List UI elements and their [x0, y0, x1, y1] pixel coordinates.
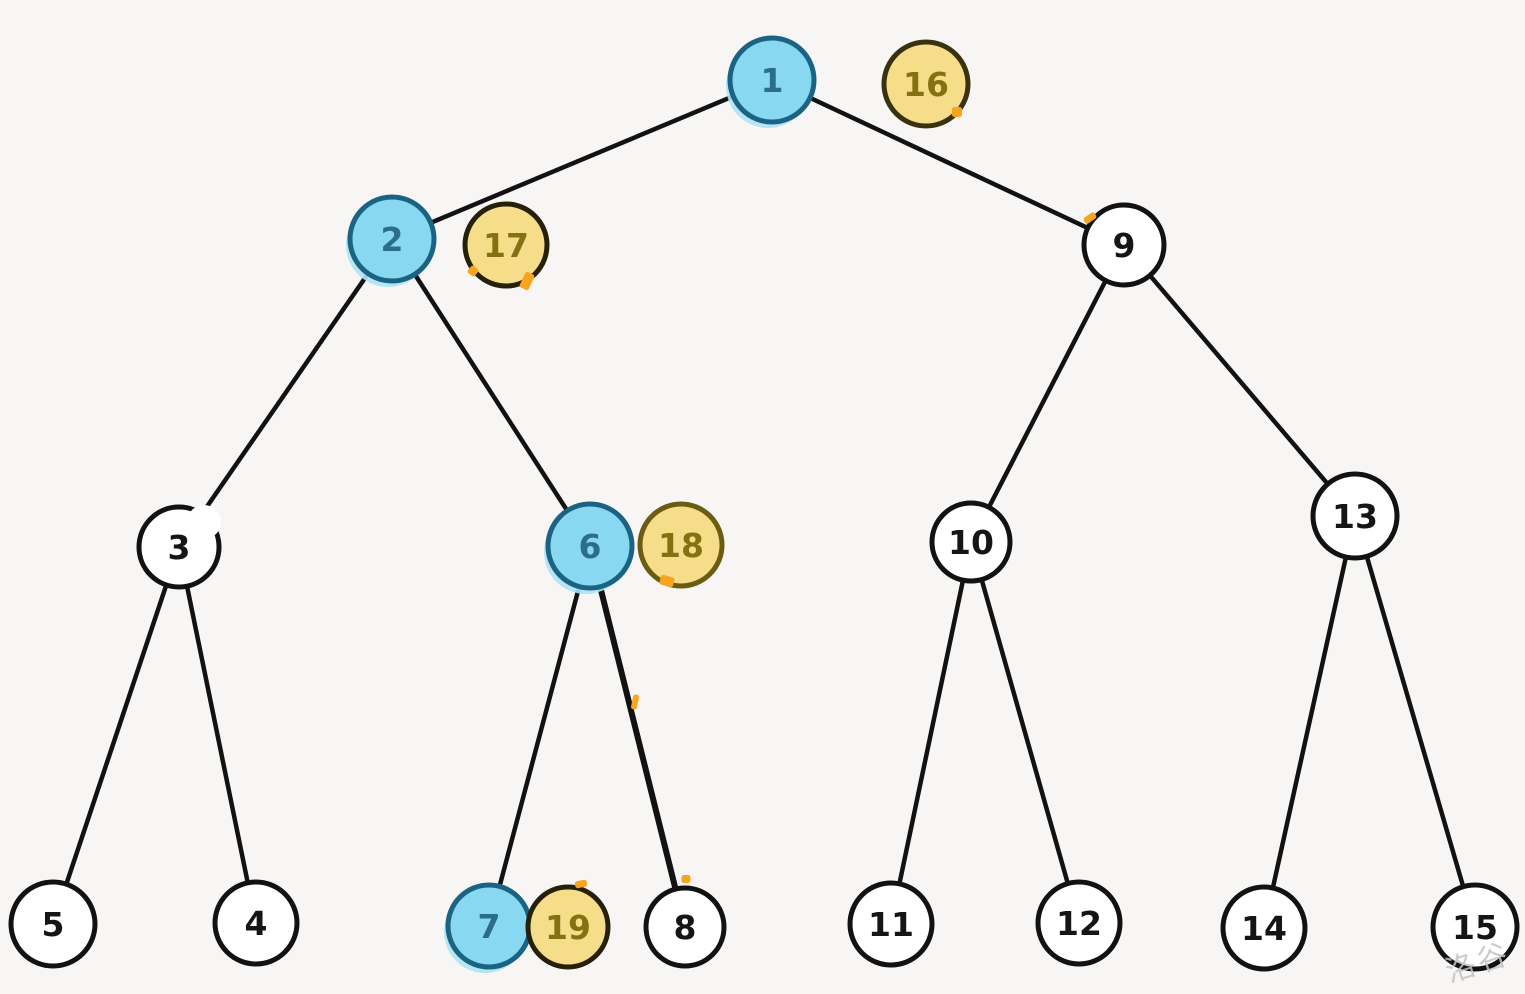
node-label-8: 8	[674, 908, 697, 947]
node-label-6: 6	[579, 527, 602, 566]
node-label-18: 18	[658, 526, 704, 565]
edge-10-11	[888, 539, 974, 927]
eraser-patch	[187, 505, 221, 539]
node-label-7: 7	[478, 907, 501, 946]
orange-mark	[630, 694, 640, 710]
tree-node-13: 13	[1310, 471, 1400, 561]
tree-node-1: 1	[726, 35, 817, 128]
node-circle	[727, 35, 817, 125]
tree-node-15: 15	[1430, 882, 1520, 972]
node-label-15: 15	[1452, 908, 1498, 947]
node-label-1: 1	[761, 61, 784, 100]
tree-node-17: 17	[462, 201, 550, 289]
edge-13-15	[1352, 513, 1478, 930]
node-label-11: 11	[868, 905, 914, 944]
edge-9-13	[1121, 242, 1358, 519]
orange-mark	[1083, 212, 1097, 224]
tree-node-7: 7	[444, 882, 533, 973]
node-label-12: 12	[1056, 904, 1102, 943]
tree-node-19: 19	[525, 884, 611, 970]
node-label-16: 16	[903, 65, 949, 104]
tree-node-5: 5	[8, 879, 98, 969]
node-circle	[1035, 879, 1123, 967]
edge-13-14	[1261, 513, 1358, 931]
node-circle	[881, 39, 971, 129]
tree-node-8: 8	[643, 885, 727, 969]
orange-mark	[519, 272, 535, 290]
node-circle	[462, 201, 550, 289]
tree-node-14: 14	[1220, 884, 1308, 972]
edge-9-10	[968, 242, 1127, 545]
tree-node-12: 12	[1035, 879, 1123, 967]
tree-node-4: 4	[212, 879, 300, 967]
node-label-19: 19	[545, 908, 591, 947]
node-circle	[545, 501, 635, 591]
node-circle	[1081, 202, 1167, 288]
tree-node-18: 18	[637, 501, 725, 589]
node-circle	[525, 884, 611, 970]
node-label-2: 2	[381, 220, 404, 259]
node-label-14: 14	[1241, 909, 1287, 948]
edge-10-12	[968, 539, 1082, 926]
tree-node-10: 10	[929, 500, 1013, 584]
node-circle	[212, 879, 300, 967]
orange-mark	[659, 574, 675, 588]
tree-node-16: 16	[881, 39, 971, 129]
edge-3-4	[176, 544, 259, 926]
edge-1-9	[769, 77, 1127, 248]
node-circle	[1310, 471, 1400, 561]
edge-1-2	[389, 77, 775, 242]
node-circle	[347, 194, 437, 284]
tree-node-2: 2	[346, 194, 437, 287]
node-label-17: 17	[483, 226, 529, 265]
tree-node-9: 9	[1081, 202, 1167, 288]
edge-6-8	[587, 543, 688, 930]
node-label-13: 13	[1332, 497, 1378, 536]
tree-node-11: 11	[847, 880, 935, 968]
edge-2-3	[176, 236, 395, 550]
node-circle	[637, 501, 725, 589]
node-label-5: 5	[42, 905, 65, 944]
node-label-9: 9	[1113, 226, 1136, 265]
edge-6-7	[486, 543, 593, 929]
node-circle	[643, 885, 727, 969]
node-circle	[929, 500, 1013, 584]
orange-mark	[952, 107, 962, 117]
orange-mark	[574, 879, 588, 889]
node-label-10: 10	[948, 523, 994, 562]
orange-mark	[681, 875, 691, 883]
node-circle	[1430, 882, 1520, 972]
node-circle	[1220, 884, 1308, 972]
edge-3-5	[50, 544, 182, 927]
node-circle	[847, 880, 935, 968]
tree-node-6: 6	[544, 501, 635, 594]
node-circle	[8, 879, 98, 969]
node-label-3: 3	[168, 528, 191, 567]
node-label-4: 4	[245, 904, 268, 943]
orange-mark	[467, 265, 479, 277]
edge-2-6	[389, 236, 593, 549]
